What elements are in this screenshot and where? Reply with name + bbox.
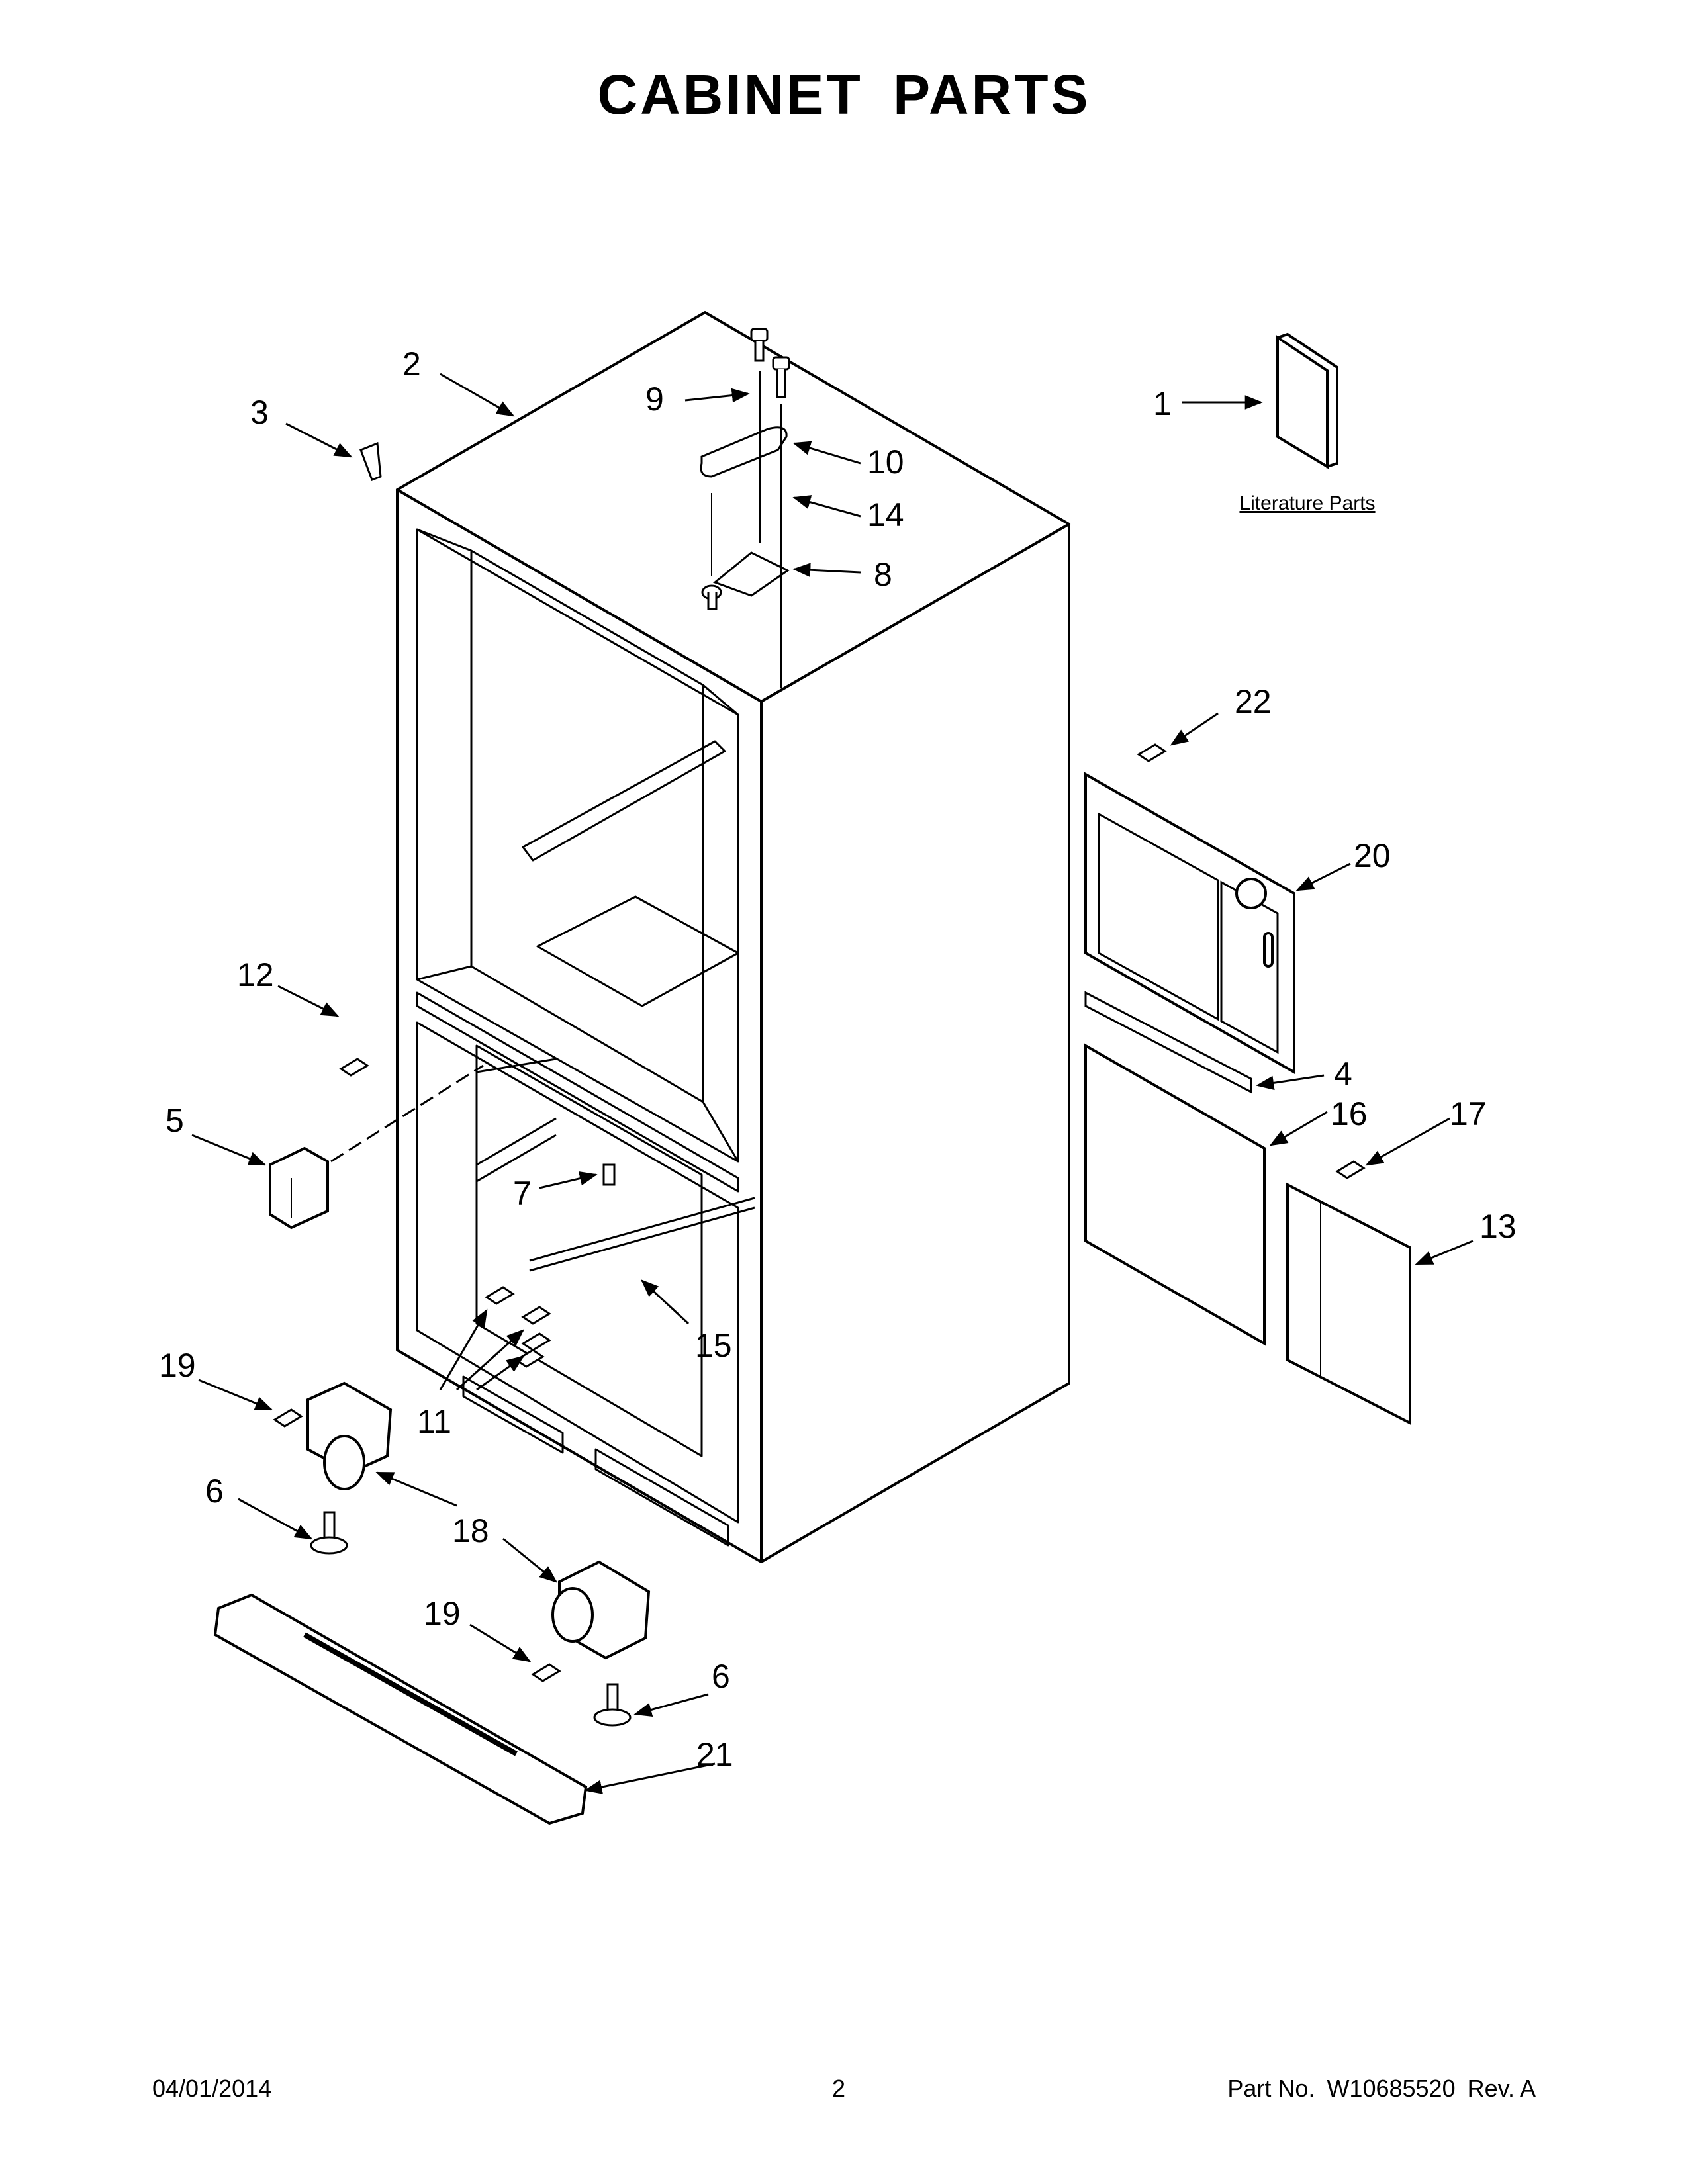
part-number-labels: 1 2 3 4 5 6 6 7 8 9 10 11 12 13 14 15 16… [159,345,1517,1773]
footer-page-number: 2 [832,2075,846,2102]
label-part-20: 20 [1354,837,1391,874]
footer-revision: Rev. A [1467,2075,1536,2102]
label-part-4: 4 [1334,1056,1352,1093]
label-part-15: 15 [695,1327,732,1364]
label-part-22: 22 [1235,683,1272,720]
label-part-18: 18 [452,1512,489,1549]
literature-parts-label: Literature Parts [1239,492,1375,514]
label-part-2: 2 [402,345,421,383]
leader-arrows [191,373,1474,1794]
label-part-11: 11 [417,1403,451,1440]
label-part-12: 12 [237,956,274,993]
label-part-19a: 19 [159,1347,196,1384]
label-part-17: 17 [1450,1095,1487,1132]
label-part-1: 1 [1153,385,1172,422]
screws [273,743,1366,1682]
insulation-panel [1084,1043,1266,1346]
label-part-13: 13 [1479,1208,1517,1245]
label-part-8: 8 [874,556,892,593]
label-part-3: 3 [250,394,269,431]
label-part-5: 5 [165,1102,184,1139]
label-part-6a: 6 [205,1473,224,1510]
control-housing [269,1146,329,1230]
label-part-19b: 19 [424,1595,461,1632]
label-part-14: 14 [867,496,904,533]
label-part-21: 21 [696,1736,733,1773]
assembly-line [330,1064,484,1163]
label-part-10: 10 [867,443,904,480]
footer-part-info: Part No. W10685520 Rev. A [1215,2075,1536,2103]
footer-part-no: W10685520 [1327,2075,1456,2102]
label-part-6b: 6 [712,1658,730,1695]
literature-book [1276,332,1338,469]
page-title: CABINET PARTS [597,64,1091,126]
side-panel [1286,1182,1411,1426]
roller-assemblies [306,1381,651,1660]
footer-date: 04/01/2014 [152,2075,272,2102]
leveling-legs [310,1511,632,1727]
hinge-shim [359,441,382,481]
gasket-strip [1084,991,1252,1094]
cabinet-body [396,311,1070,1563]
rear-access-panel [1084,772,1295,1075]
label-part-9: 9 [645,381,664,418]
footer-part-no-label: Part No. [1227,2075,1315,2102]
top-hinge-assembly [700,328,790,688]
label-part-7: 7 [513,1175,532,1212]
label-part-16: 16 [1331,1095,1368,1132]
base-grille [213,1593,588,1825]
